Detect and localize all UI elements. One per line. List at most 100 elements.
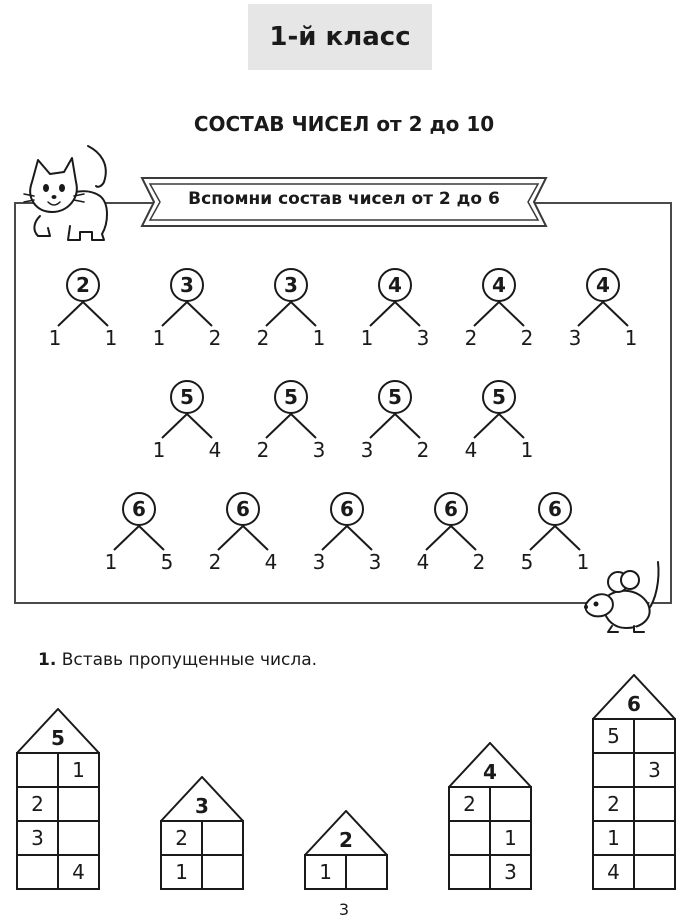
empty-cell[interactable] [448, 820, 491, 856]
empty-cell[interactable] [57, 786, 100, 822]
tree-left-part: 4 [416, 550, 430, 574]
tree-right-part: 1 [624, 326, 638, 350]
banner-ribbon [140, 177, 548, 227]
empty-cell[interactable] [201, 854, 244, 890]
tree-total: 6 [122, 492, 156, 526]
house-cell: 3 [16, 820, 59, 856]
tree-left-part: 1 [104, 550, 118, 574]
tree-total: 4 [378, 268, 412, 302]
tree-left-part: 2 [208, 550, 222, 574]
empty-cell[interactable] [592, 752, 635, 788]
empty-cell[interactable] [633, 854, 676, 890]
tree-total: 5 [482, 380, 516, 414]
empty-cell[interactable] [16, 854, 59, 890]
empty-cell[interactable] [633, 718, 676, 754]
house-cell: 1 [592, 820, 635, 856]
tree-total: 2 [66, 268, 100, 302]
house-cell: 4 [57, 854, 100, 890]
tree-left-part: 4 [464, 438, 478, 462]
tree-right-part: 2 [472, 550, 486, 574]
tree-right-part: 2 [520, 326, 534, 350]
empty-cell[interactable] [633, 786, 676, 822]
empty-cell[interactable] [345, 854, 388, 890]
tree-left-part: 2 [256, 326, 270, 350]
tree-right-part: 3 [416, 326, 430, 350]
mouse-icon [584, 561, 660, 633]
tree-right-part: 1 [312, 326, 326, 350]
house-cell: 1 [159, 854, 204, 890]
house-cell: 2 [159, 820, 204, 856]
empty-cell[interactable] [16, 752, 59, 788]
page-title: СОСТАВ ЧИСЕЛ от 2 до 10 [193, 112, 495, 136]
house-cell: 2 [592, 786, 635, 822]
house-cell: 4 [592, 854, 635, 890]
house-roof-number: 4 [483, 760, 497, 784]
house-cell: 2 [448, 786, 491, 822]
tree-left-part: 5 [520, 550, 534, 574]
tree-left-part: 3 [360, 438, 374, 462]
tree-left-part: 2 [464, 326, 478, 350]
tree-left-part: 1 [360, 326, 374, 350]
tree-left-part: 1 [152, 326, 166, 350]
house-roof-number: 3 [195, 794, 209, 818]
tree-total: 6 [538, 492, 572, 526]
tree-total: 6 [330, 492, 364, 526]
house-cell: 2 [16, 786, 59, 822]
tree-right-part: 3 [312, 438, 326, 462]
tree-total: 3 [170, 268, 204, 302]
tree-left-part: 3 [312, 550, 326, 574]
house-cell: 5 [592, 718, 635, 754]
tree-total: 4 [586, 268, 620, 302]
page-number: 3 [338, 900, 350, 919]
tree-left-part: 1 [152, 438, 166, 462]
house-cell: 3 [633, 752, 676, 788]
tree-right-part: 2 [416, 438, 430, 462]
tree-right-part: 1 [520, 438, 534, 462]
house-grid: 1 [303, 854, 388, 890]
tree-total: 4 [482, 268, 516, 302]
task-text: Вставь пропущенные числа. [61, 650, 318, 670]
tree-right-part: 2 [208, 326, 222, 350]
house-roof-number: 6 [627, 692, 641, 716]
task-heading: 1. Вставь пропущенные числа. [38, 650, 317, 670]
empty-cell[interactable] [201, 820, 244, 856]
empty-cell[interactable] [633, 820, 676, 856]
grade-label-box: 1-й класс [248, 4, 432, 70]
tree-right-part: 4 [264, 550, 278, 574]
house-cell: 1 [57, 752, 100, 788]
tree-total: 3 [274, 268, 308, 302]
tree-right-part: 3 [368, 550, 382, 574]
task-number: 1. [38, 650, 57, 670]
tree-left-part: 1 [48, 326, 62, 350]
house-roof-number: 2 [339, 828, 353, 852]
tree-total: 6 [434, 492, 468, 526]
cat-icon [23, 145, 108, 241]
grade-label: 1-й класс [269, 22, 411, 52]
tree-left-part: 3 [568, 326, 582, 350]
empty-cell[interactable] [448, 854, 491, 890]
house-cell: 1 [489, 820, 532, 856]
tree-right-part: 5 [160, 550, 174, 574]
tree-left-part: 2 [256, 438, 270, 462]
tree-right-part: 1 [576, 550, 590, 574]
empty-cell[interactable] [57, 820, 100, 856]
house-cell: 1 [303, 854, 348, 890]
empty-cell[interactable] [489, 786, 532, 822]
